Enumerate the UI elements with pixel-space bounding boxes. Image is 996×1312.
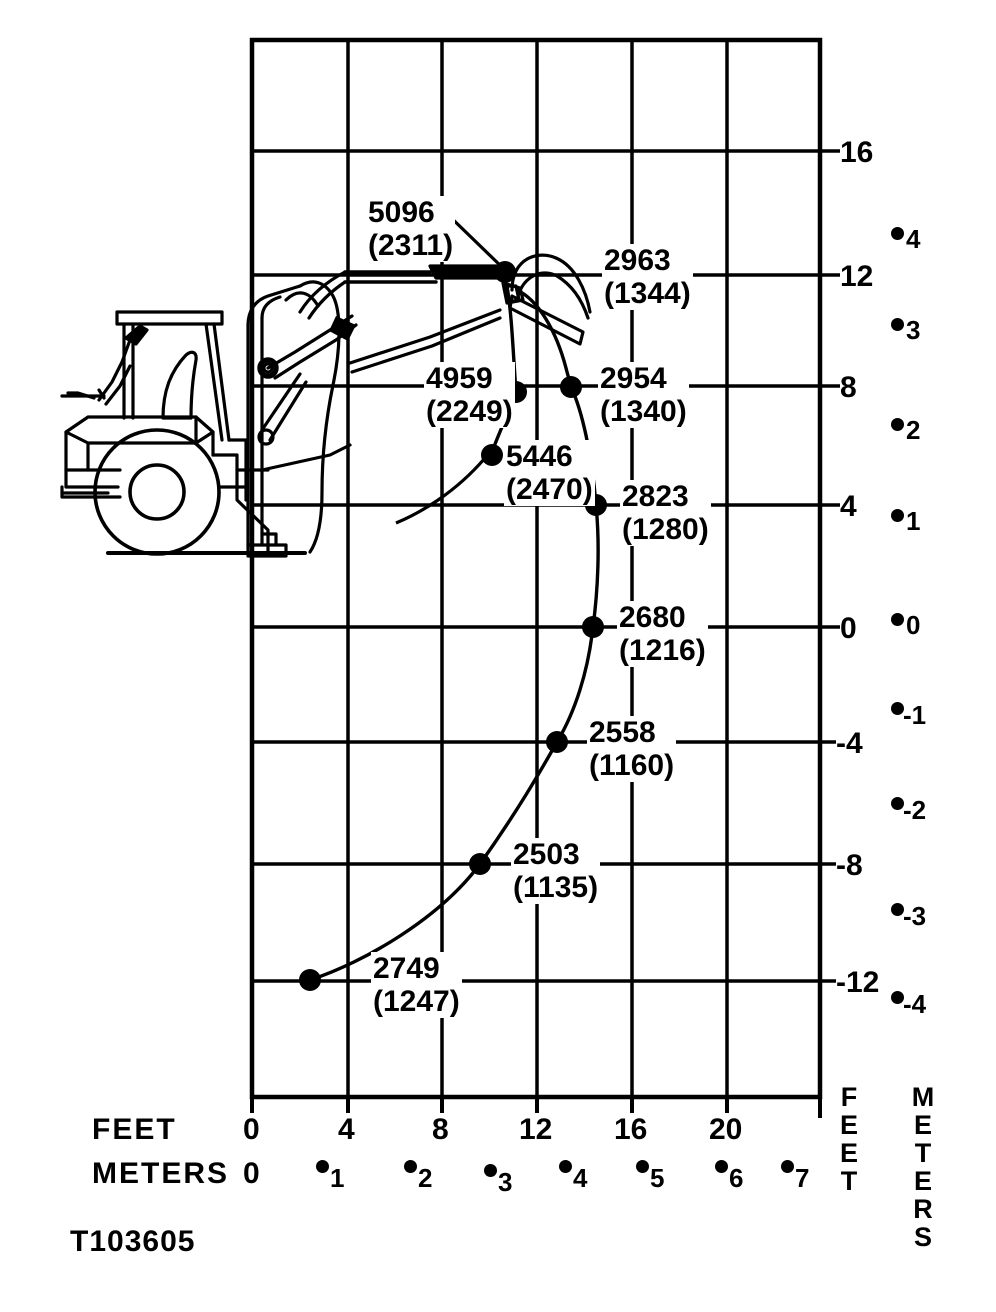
point-2680 [582, 616, 604, 638]
label-5096: 5096 (2311) [366, 196, 456, 262]
x-tick-feet-20: 20 [709, 1113, 743, 1147]
y-tick-feet-16: 16 [840, 136, 874, 170]
y-tick-feet-neg4: -4 [836, 727, 863, 761]
y-tick-meters-neg4: -4 [903, 989, 927, 1019]
label-2680: 2680 (1216) [617, 601, 708, 667]
label-4959: 4959 (2249) [424, 362, 515, 428]
y-meter-dot-neg1 [891, 702, 904, 715]
x-meter-dot-1 [316, 1160, 329, 1173]
y-tick-meters-0: 0 [906, 610, 921, 640]
y-tick-feet-0: 0 [840, 612, 857, 646]
y-meter-dot-0 [891, 613, 904, 626]
x-tick-meters-1: 1 [330, 1163, 345, 1193]
x-tick-feet-12: 12 [519, 1113, 553, 1147]
y-meter-dot-2 [891, 418, 904, 431]
y-tick-feet-4: 4 [840, 490, 857, 524]
y-meter-dot-4 [891, 227, 904, 240]
curve-inner-upper [505, 284, 518, 394]
x-meter-dot-5 [636, 1160, 649, 1173]
y-axis-meters-label: M E T E R S [911, 1082, 935, 1252]
label-2558: 2558 (1160) [587, 716, 677, 782]
y-meter-dot-neg3 [891, 903, 904, 916]
x-tick-meters-4: 4 [573, 1163, 588, 1193]
backhoe-loader-illustration [60, 253, 592, 558]
x-tick-meters-5: 5 [650, 1163, 665, 1193]
x-meter-dot-6 [715, 1160, 728, 1173]
y-tick-feet-neg12: -12 [836, 966, 880, 1000]
y-meter-dot-3 [891, 318, 904, 331]
x-meter-dot-2 [404, 1160, 417, 1173]
y-meter-dot-neg4 [891, 991, 904, 1004]
label-2749: 2749 (1247) [371, 952, 462, 1018]
y-meter-dot-neg2 [891, 797, 904, 810]
label-2503: 2503 (1135) [511, 838, 601, 904]
label-5446: 5446 (2470) [504, 440, 595, 506]
x-tick-meters-0: 0 [243, 1157, 260, 1191]
x-meter-dot-7 [781, 1160, 794, 1173]
y-tick-meters-2: 2 [906, 415, 921, 445]
chart-grid [249, 37, 840, 1118]
x-tick-meters-6: 6 [729, 1163, 744, 1193]
point-2503 [469, 853, 491, 875]
x-tick-meters-3: 3 [498, 1167, 513, 1197]
y-tick-meters-neg3: -3 [903, 901, 927, 931]
y-tick-feet-8: 8 [840, 371, 857, 405]
y-tick-meters-1: 1 [906, 506, 921, 536]
y-axis-feet-label: F E E T [839, 1082, 858, 1196]
x-tick-meters-2: 2 [418, 1163, 433, 1193]
label-2954: 2954 (1340) [598, 362, 689, 428]
leader-5446 [395, 456, 487, 525]
y-tick-feet-neg8: -8 [836, 849, 863, 883]
y-tick-feet-12: 12 [840, 260, 874, 294]
x-tick-feet-8: 8 [432, 1113, 449, 1147]
point-5446 [481, 444, 503, 466]
y-tick-meters-3: 3 [906, 315, 921, 345]
point-2749 [299, 969, 321, 991]
x-meter-dot-3 [484, 1164, 497, 1177]
label-2963: 2963 (1344) [602, 244, 693, 310]
point-2558 [546, 731, 568, 753]
point-2954 [560, 376, 582, 398]
drawing-number: T103605 [70, 1225, 196, 1258]
y-tick-meters-4: 4 [906, 224, 921, 254]
x-tick-feet-0: 0 [243, 1113, 260, 1147]
y-tick-meters-neg2: -2 [903, 795, 927, 825]
x-tick-feet-4: 4 [338, 1113, 355, 1147]
y-meter-dot-1 [891, 509, 904, 522]
x-axis-meters-label: METERS [92, 1157, 230, 1190]
x-tick-feet-16: 16 [614, 1113, 648, 1147]
x-tick-meters-7: 7 [795, 1163, 810, 1193]
x-axis-feet-label: FEET [92, 1113, 177, 1146]
y-tick-meters-neg1: -1 [903, 700, 927, 730]
label-2823: 2823 (1280) [620, 480, 711, 546]
x-meter-dot-4 [559, 1160, 572, 1173]
